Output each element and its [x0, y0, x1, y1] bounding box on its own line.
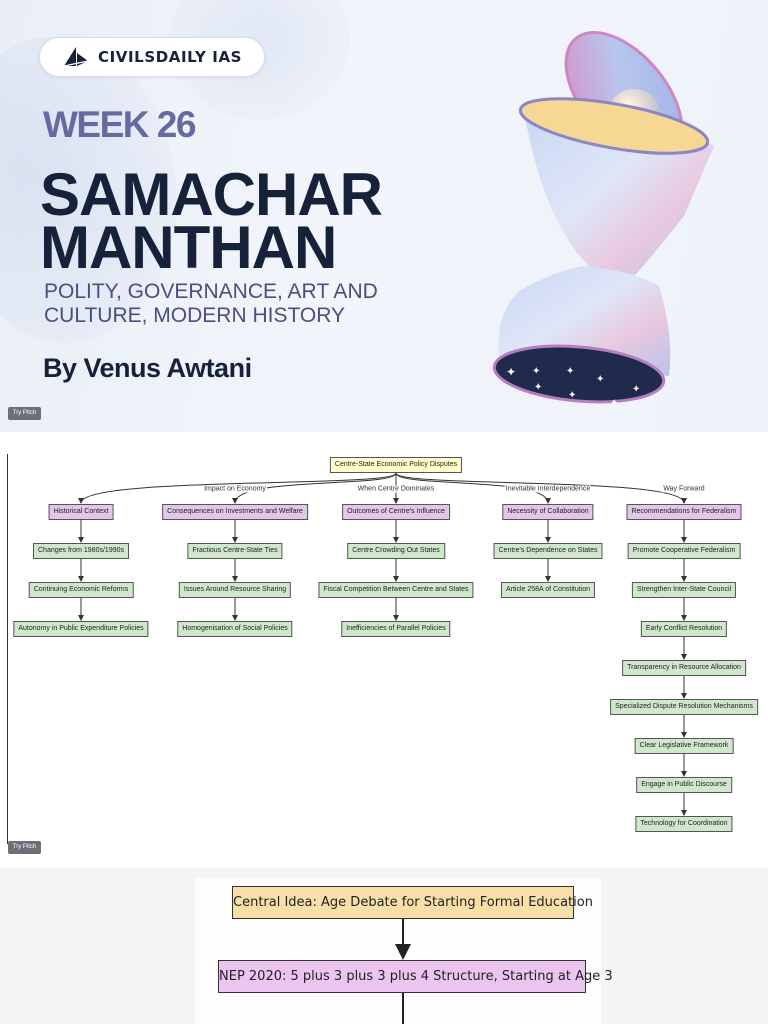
leaf-node: Early Conflict Resolution: [640, 621, 728, 637]
svg-text:✦: ✦: [566, 366, 574, 377]
week-label: WEEK 26: [43, 104, 196, 145]
brand-name: CIVILSDAILY IAS: [98, 48, 243, 66]
brand-logo: CIVILSDAILY IAS: [39, 37, 265, 77]
leaf-node: Inefficiencies of Parallel Policies: [341, 621, 451, 637]
leaf-node: Transparency in Resource Allocation: [622, 660, 746, 676]
leaf-node: Autonomy in Public Expenditure Policies: [13, 621, 149, 637]
try-pitch-button[interactable]: Try Pitch: [8, 841, 41, 854]
leaf-node: Fractious Centre-State Ties: [187, 543, 283, 559]
leaf-node: Promote Cooperative Federalism: [627, 543, 741, 559]
edge-label: When Centre Dominates: [356, 485, 436, 493]
svg-text:✦: ✦: [506, 365, 516, 379]
leaf-node: Technology for Coordination: [635, 816, 733, 832]
edge-label: Impact on Economy: [203, 485, 267, 493]
category-node: Outcomes of Centre's Influence: [342, 504, 450, 520]
brand-mark-icon: [63, 47, 89, 67]
edge-label: Way Forward: [662, 485, 706, 493]
leaf-node: Homogenisation of Social Policies: [177, 621, 293, 637]
svg-text:✦: ✦: [596, 374, 604, 385]
leaf-node: Article 258A of Constitution: [500, 582, 596, 598]
mind-map-connectors: [78, 472, 687, 816]
category-node: Necessity of Collaboration: [502, 504, 594, 520]
cover-author: By Venus Awtani: [43, 353, 252, 383]
leaf-node: Issues Around Resource Sharing: [178, 582, 292, 598]
cover-subtitle: POLITY, GOVERNANCE, ART AND CULTURE, MOD…: [44, 280, 378, 327]
hourglass-illustration: ✦ ✦ ✦ ✦ ✦ ✦ ✦ ✦: [492, 31, 714, 409]
edge-label: Inevitable Interdependence: [504, 485, 592, 493]
cover-slide: CIVILSDAILY IAS WEEK 26 SAMACHAR MANTHAN…: [0, 0, 768, 432]
star-icons: ✦ ✦ ✦ ✦ ✦ ✦ ✦ ✦: [506, 365, 640, 409]
svg-text:✦: ✦: [568, 390, 576, 401]
leaf-node: Specialized Dispute Resolution Mechanism…: [610, 699, 758, 715]
flow-node-central-idea: Central Idea: Age Debate for Starting Fo…: [232, 886, 593, 919]
leaf-node: Strengthen Inter-State Council: [631, 582, 737, 598]
svg-text:✦: ✦: [610, 398, 618, 409]
mind-map-root: Centre-State Economic Policy Disputes: [329, 457, 463, 473]
leaf-node: Changes from 1980s/1990s: [33, 543, 129, 559]
leaf-node: Centre's Dependence on States: [493, 543, 603, 559]
leaf-node: Clear Legislative Framework: [634, 738, 734, 754]
cover-title-line1: SAMACHAR: [40, 161, 383, 228]
cover-title-line2: MANTHAN: [40, 214, 337, 281]
leaf-node: Centre Crowding Out States: [347, 543, 445, 559]
category-node: Consequences on Investments and Welfare: [162, 504, 308, 520]
category-node: Historical Context: [48, 504, 114, 520]
svg-text:✦: ✦: [532, 366, 540, 377]
flow-node-nep-2020: NEP 2020: 5 plus 3 plus 3 plus 4 Structu…: [218, 960, 613, 993]
leaf-node: Engage in Public Discourse: [636, 777, 732, 793]
connector-arrow: [78, 472, 397, 504]
flowchart: Central Idea: Age Debate for Starting Fo…: [0, 868, 768, 1024]
page-divider: [7, 454, 8, 844]
try-pitch-button[interactable]: Try Pitch: [8, 407, 41, 420]
leaf-node: Fiscal Competition Between Centre and St…: [318, 582, 474, 598]
svg-text:✦: ✦: [632, 384, 640, 395]
category-node: Recommendations for Federalism: [626, 504, 742, 520]
leaf-node: Continuing Economic Reforms: [28, 582, 134, 598]
svg-text:✦: ✦: [534, 382, 542, 393]
connector-arrow: [395, 472, 687, 504]
flowchart-connectors: [395, 919, 411, 1024]
connector-arrow: [232, 472, 397, 504]
connector-arrow: [395, 472, 551, 504]
